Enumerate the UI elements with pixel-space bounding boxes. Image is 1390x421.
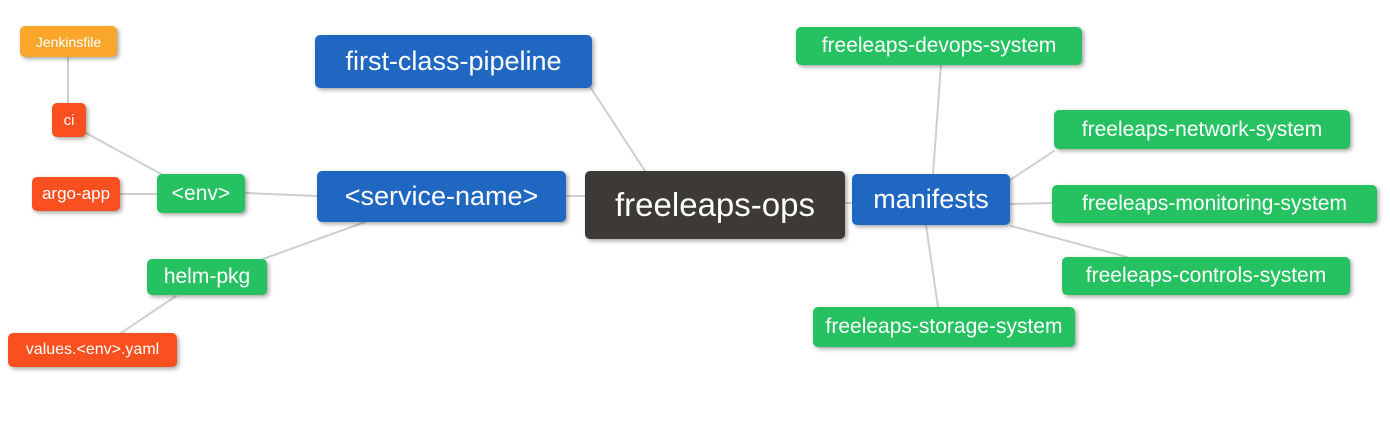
- node-env[interactable]: <env>: [157, 174, 245, 213]
- node-first-class-pipeline[interactable]: first-class-pipeline: [315, 35, 592, 88]
- node-ci[interactable]: ci: [52, 103, 86, 137]
- node-freeleaps-ops[interactable]: freeleaps-ops: [585, 171, 845, 239]
- edge-helm-pkg-to-service-name: [262, 221, 366, 260]
- node-freeleaps-network-system[interactable]: freeleaps-network-system: [1054, 110, 1350, 149]
- node-argo-app[interactable]: argo-app: [32, 177, 120, 211]
- node-freeleaps-controls-system[interactable]: freeleaps-controls-system: [1062, 257, 1350, 295]
- node-freeleaps-storage-system[interactable]: freeleaps-storage-system: [813, 307, 1075, 347]
- edge-env-to-service-name: [244, 192, 318, 197]
- node-jenkinsfile[interactable]: Jenkinsfile: [20, 26, 117, 57]
- edge-manifests-to-freeleaps-storage-system: [925, 224, 939, 308]
- node-manifests[interactable]: manifests: [852, 174, 1010, 225]
- edge-manifests-to-freeleaps-devops-system: [932, 64, 942, 175]
- edge-manifests-to-freeleaps-controls-system: [1010, 225, 1128, 258]
- edge-first-class-pipeline-to-freeleaps-ops: [590, 87, 646, 172]
- edge-manifests-to-freeleaps-monitoring-system: [1009, 202, 1053, 205]
- node-helm-pkg[interactable]: helm-pkg: [147, 259, 267, 295]
- node-service-name[interactable]: <service-name>: [317, 171, 566, 222]
- edge-values-env-yaml-to-helm-pkg: [120, 295, 177, 334]
- node-freeleaps-monitoring-system[interactable]: freeleaps-monitoring-system: [1052, 185, 1377, 223]
- edge-manifests-to-freeleaps-network-system: [1009, 150, 1055, 181]
- edge-ci-to-env: [85, 132, 162, 175]
- node-freeleaps-devops-system[interactable]: freeleaps-devops-system: [796, 27, 1082, 65]
- node-values-env-yaml[interactable]: values.<env>.yaml: [8, 333, 177, 367]
